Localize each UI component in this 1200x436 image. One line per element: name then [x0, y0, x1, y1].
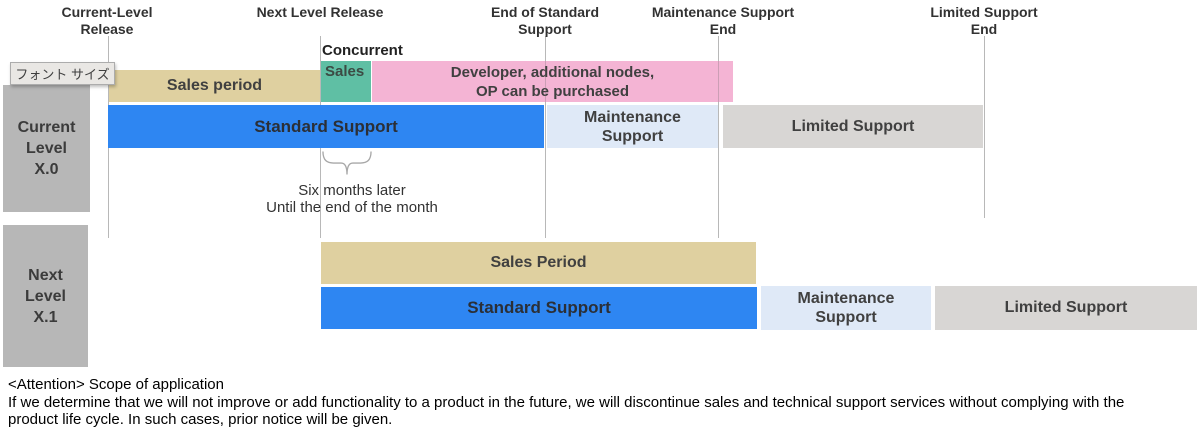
milestone-label-line: End of Standard: [490, 4, 600, 20]
attention-note: <Attention> Scope of application If we d…: [8, 376, 1124, 429]
developer-purchase-bar: Developer, additional nodes, OP can be p…: [372, 61, 733, 102]
next-maintenance-support-bar: Maintenance Support: [761, 286, 931, 330]
milestone-line-end-of-standard-support: [545, 36, 546, 238]
milestone-line-overlay: [718, 61, 719, 102]
font-size-tooltip-label: フォント サイズ: [15, 67, 110, 82]
current-sales-period-bar: Sales period: [109, 70, 320, 102]
milestone-label-maintenance-support-end: Maintenance Support End: [633, 4, 813, 38]
six-months-annotation-line: Six months later: [298, 182, 406, 199]
current-level-box-line: Current: [17, 119, 76, 136]
next-maintenance-support-line: Maintenance: [797, 290, 895, 307]
font-size-tooltip: フォント サイズ: [10, 62, 115, 85]
next-level-box: Next Level X.1: [3, 225, 88, 367]
milestone-label-line: Next Level Release: [256, 4, 384, 20]
milestone-label-current-level-release: Current-Level Release: [40, 4, 174, 38]
next-level-box-line: Next: [28, 266, 63, 284]
developer-purchase-bar-line: OP can be purchased: [475, 82, 630, 100]
current-limited-support-bar: Limited Support: [723, 105, 983, 148]
six-months-annotation: Six months later Until the end of the mo…: [252, 182, 452, 216]
milestone-label-limited-support-end: Limited Support End: [904, 4, 1064, 38]
milestone-label-line: End: [709, 21, 737, 37]
next-maintenance-support-line: Support: [815, 309, 877, 326]
milestone-label-line: End: [970, 21, 998, 37]
milestone-label-line: Support: [518, 21, 572, 37]
milestone-line-overlay: [545, 61, 546, 102]
next-sales-period-bar: Sales Period: [321, 242, 756, 284]
milestone-label-line: Maintenance Support: [651, 4, 795, 20]
six-months-annotation-line: Until the end of the month: [266, 199, 438, 216]
current-level-box: Current Level X.0: [3, 85, 90, 212]
milestone-label-line: Current-Level: [61, 4, 153, 20]
next-standard-support-bar: Standard Support: [321, 287, 757, 329]
attention-title: <Attention> Scope of application: [8, 376, 224, 393]
milestone-line-maintenance-support-end: [718, 36, 719, 238]
concurrent-label: Concurrent: [322, 42, 403, 59]
current-maintenance-support-line: Maintenance: [584, 108, 681, 126]
current-maintenance-support-bar: Maintenance Support: [547, 105, 718, 148]
milestone-label-end-of-standard-support: End of Standard Support: [470, 4, 620, 38]
next-limited-support-bar: Limited Support: [935, 286, 1197, 330]
attention-body-line: If we determine that we will not improve…: [8, 393, 1125, 411]
milestone-label-line: Limited Support: [930, 4, 1038, 20]
developer-purchase-bar-line: Developer, additional nodes,: [450, 63, 655, 81]
current-maintenance-support-line: Support: [601, 127, 664, 145]
milestone-label-next-level-release: Next Level Release: [230, 4, 410, 21]
milestone-label-line: Release: [80, 21, 134, 37]
current-level-box-line: X.0: [34, 161, 59, 178]
current-standard-support-bar: Standard Support: [108, 105, 544, 148]
six-months-brace: [322, 151, 372, 175]
concurrent-sales-bar-label: Sales: [325, 63, 365, 80]
concurrent-sales-bar: Sales: [321, 61, 371, 102]
current-level-box-line: Level: [26, 140, 67, 157]
milestone-line-limited-support-end: [984, 36, 985, 218]
attention-body-line: product life cycle. In such cases, prior…: [8, 411, 393, 428]
next-level-box-line: Level: [25, 287, 66, 305]
next-level-box-line: X.1: [33, 308, 58, 326]
